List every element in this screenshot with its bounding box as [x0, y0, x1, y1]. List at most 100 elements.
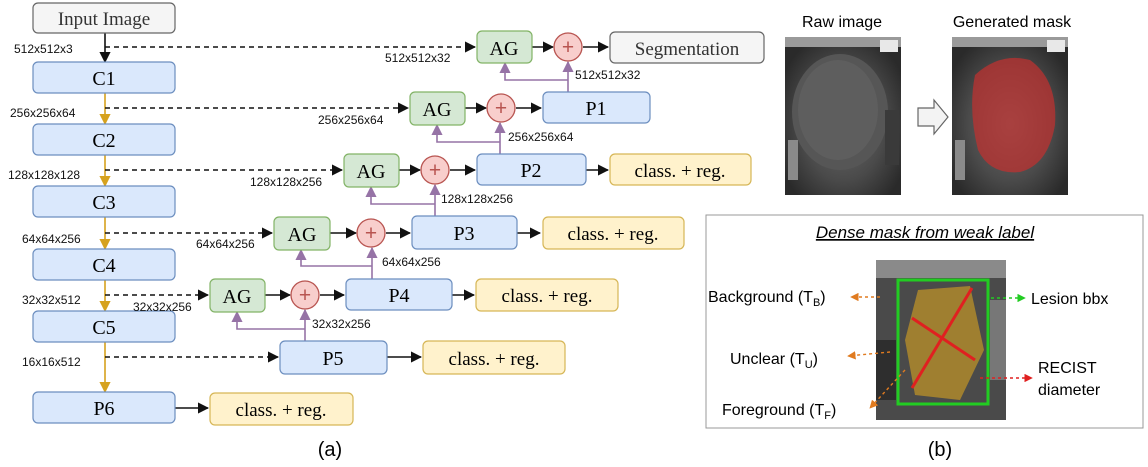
ag-top: AG	[476, 30, 533, 64]
recist-line-long	[911, 316, 976, 362]
head-p2: class. + reg.	[609, 153, 752, 186]
dim-p1-up: 512x512x32	[575, 68, 641, 82]
dim-ag-p1: 256x256x64	[318, 113, 384, 127]
head-p4-label: class. + reg.	[502, 286, 593, 307]
dim-c5-out: 16x16x512	[22, 355, 81, 369]
foreground-region	[905, 286, 984, 400]
head-p3-label: class. + reg.	[568, 224, 659, 245]
plus-top: +	[553, 32, 583, 62]
node-p6-label: P6	[93, 398, 114, 420]
recist-label-2: diameter	[1038, 382, 1101, 399]
input-image-label: Input Image	[58, 9, 150, 30]
recist-line-short	[910, 287, 974, 389]
ag-p1: AG	[409, 91, 466, 126]
dimension-labels: 512x512x3 256x256x64 128x128x128 64x64x2…	[8, 42, 641, 369]
ag-p1-label: AG	[423, 99, 452, 121]
ag-top-label: AG	[490, 38, 519, 60]
flow-arrows	[174, 41, 610, 414]
ag-p2: AG	[343, 153, 400, 188]
head-p6: class. + reg.	[209, 392, 354, 426]
plus-p4: +	[290, 280, 320, 310]
transform-arrow	[917, 98, 949, 136]
ag-p3-label: AG	[288, 224, 317, 246]
node-c5: C5	[32, 310, 176, 343]
head-p5-label: class. + reg.	[449, 349, 540, 370]
generated-mask-title: Generated mask	[953, 14, 1072, 31]
dim-c1-out: 256x256x64	[10, 106, 76, 120]
detection-heads: class. + reg. class. + reg. class. + reg…	[209, 153, 752, 426]
ag-p4-label: AG	[223, 286, 252, 308]
plus-p1-label: +	[495, 97, 507, 120]
node-p3-label: P3	[453, 223, 474, 245]
plus-top-label: +	[562, 36, 574, 59]
node-p3: P3	[411, 215, 518, 250]
dim-ag-p3: 64x64x256	[196, 237, 255, 251]
node-c4: C4	[32, 248, 176, 281]
recist-label-1: RECIST	[1038, 360, 1097, 377]
ag-p4: AG	[209, 278, 266, 313]
dim-c3-out: 64x64x256	[22, 232, 81, 246]
node-p2-label: P2	[520, 160, 541, 182]
dim-ag-top: 512x512x32	[385, 51, 451, 65]
backbone: C1 C2 C3 C4 C5 P6	[32, 61, 176, 424]
node-c3-label: C3	[92, 192, 115, 214]
caption-a: (a)	[318, 439, 342, 461]
node-c4-label: C4	[92, 255, 115, 277]
generated-mask-image	[952, 37, 1068, 195]
plus-p3: +	[356, 218, 386, 248]
plus-p4-label: +	[299, 284, 311, 307]
foreground-label: Foreground (TF)	[722, 402, 836, 422]
node-c3: C3	[32, 185, 176, 218]
weak-label-ct	[876, 260, 1006, 420]
dim-ag-p2: 128x128x256	[250, 175, 322, 189]
plus-p3-label: +	[365, 222, 377, 245]
plus-p2: +	[420, 155, 450, 185]
dim-p2-up: 256x256x64	[508, 130, 574, 144]
node-c2-label: C2	[92, 130, 115, 152]
plus-p1: +	[486, 93, 516, 123]
dim-p5-up: 32x32x256	[312, 317, 371, 331]
dense-mask-title: Dense mask from weak label	[816, 223, 1035, 242]
raw-ct-image	[785, 37, 901, 195]
node-c2: C2	[32, 123, 176, 156]
segmentation-box: Segmentation	[609, 31, 765, 64]
node-p5-label: P5	[322, 348, 343, 370]
node-p1-label: P1	[585, 98, 606, 120]
dim-c2-out: 128x128x128	[8, 168, 80, 182]
head-p5: class. + reg.	[422, 340, 566, 375]
background-label: Background (TB)	[708, 289, 826, 309]
input-image-box: Input Image	[32, 2, 176, 34]
skip-connections	[105, 41, 477, 363]
ag-p3: AG	[273, 216, 331, 251]
pyramid: P1 P2 P3 P4 P5	[279, 91, 651, 375]
upsample-arrows	[231, 60, 574, 341]
head-p2-label: class. + reg.	[635, 161, 726, 182]
head-p4: class. + reg.	[475, 278, 619, 312]
sum-nodes: + + + + +	[290, 32, 583, 310]
node-p6: P6	[32, 391, 176, 424]
node-p4-label: P4	[388, 285, 409, 307]
node-p1: P1	[542, 91, 651, 124]
node-p5: P5	[279, 340, 388, 375]
dim-input: 512x512x3	[14, 42, 73, 56]
segmentation-label: Segmentation	[635, 39, 740, 60]
head-p3: class. + reg.	[542, 216, 685, 250]
lesion-bbx-rect	[896, 278, 990, 406]
head-p6-label: class. + reg.	[236, 400, 327, 421]
caption-b: (b)	[928, 439, 952, 461]
dense-mask-panel: Dense mask from weak label Background (T…	[705, 214, 1144, 429]
ag-p2-label: AG	[357, 161, 386, 183]
node-c1: C1	[32, 61, 176, 94]
unclear-label: Unclear (TU)	[730, 351, 818, 371]
plus-p2-label: +	[429, 159, 441, 182]
dim-p3-up: 128x128x256	[441, 192, 513, 206]
raw-image-title: Raw image	[802, 14, 882, 31]
lesion-bbx-label: Lesion bbx	[1031, 291, 1108, 308]
dim-ag-p4: 32x32x256	[133, 300, 192, 314]
node-p2: P2	[476, 153, 587, 186]
dim-c4-out: 32x32x512	[22, 293, 81, 307]
dim-p4-up: 64x64x256	[382, 255, 441, 269]
node-c1-label: C1	[92, 68, 115, 90]
attention-gates: AG AG AG AG AG	[209, 30, 533, 313]
